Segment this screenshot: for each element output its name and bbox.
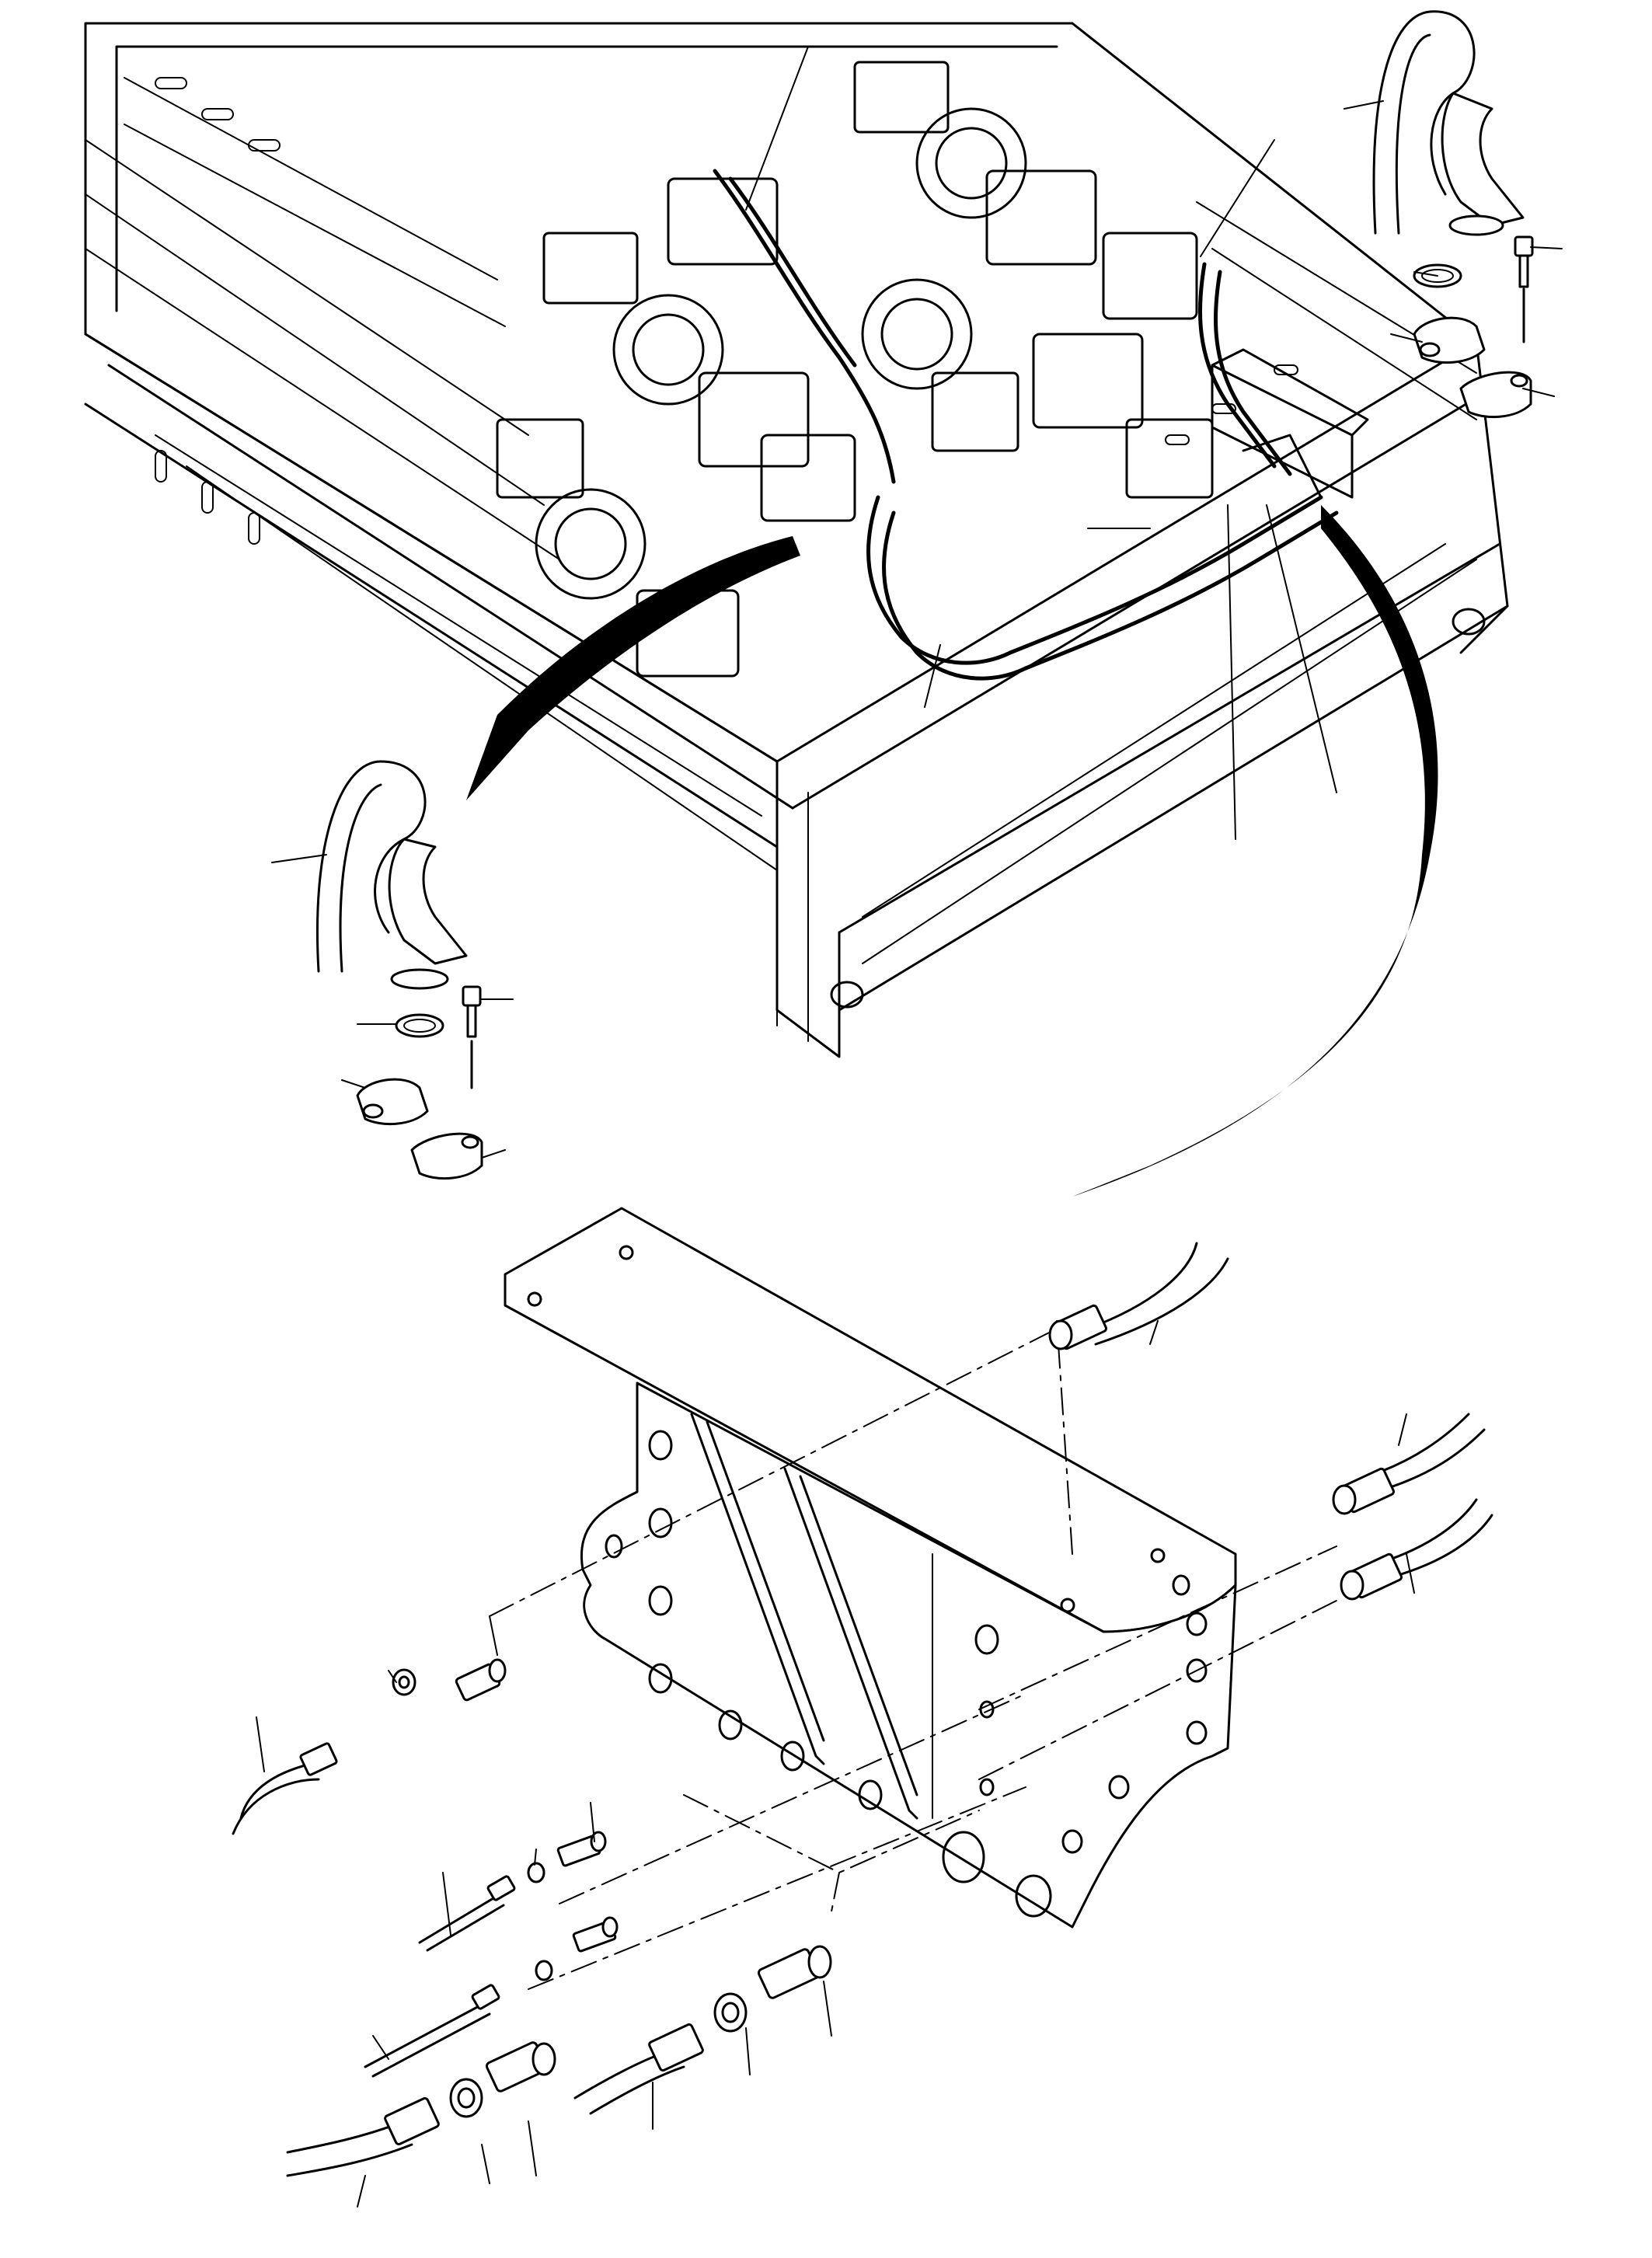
hose-left-large-b bbox=[573, 2023, 704, 2115]
hose-left-small-a bbox=[418, 1875, 516, 1952]
fitting-adapter-large-a bbox=[485, 2041, 556, 2092]
fitting-adapter-large-b bbox=[757, 1945, 832, 1999]
hose-assembly-lower bbox=[1340, 1498, 1493, 1601]
flange-bolt-right bbox=[1514, 235, 1534, 343]
machine-frame-overview bbox=[84, 22, 1509, 1058]
bracket-holes bbox=[605, 1430, 1208, 1918]
split-flange-halves-right bbox=[1413, 316, 1532, 419]
leader-lines bbox=[256, 46, 1563, 2207]
pump-assembly-right bbox=[853, 61, 1214, 499]
bulkhead-bracket-detail bbox=[232, 1207, 1493, 2177]
mounted-bracket bbox=[1211, 348, 1369, 499]
jam-nut-upper bbox=[392, 1668, 416, 1696]
jam-nut-small-b bbox=[535, 1960, 553, 1981]
detail-flange-left bbox=[315, 760, 483, 1180]
detail-flange-right bbox=[1372, 10, 1534, 419]
fitting-adapter-upper bbox=[455, 1658, 507, 1702]
hose-left-large-a bbox=[286, 2097, 440, 2177]
hose-left-upper bbox=[232, 1742, 338, 1835]
jam-nut-large-b bbox=[713, 1992, 748, 2033]
fitting-adapter-small-b bbox=[572, 1916, 619, 1953]
callout-arrow-right bbox=[1072, 505, 1438, 1197]
hose-assembly-middle bbox=[1332, 1413, 1486, 1515]
jam-nut-small-a bbox=[527, 1862, 545, 1883]
fitting-adapter-small-a bbox=[556, 1831, 607, 1867]
hose-routing bbox=[713, 169, 1339, 681]
jam-nut-large-a bbox=[449, 2078, 483, 2118]
centerlines bbox=[489, 1320, 1337, 1990]
hose-left-small-b bbox=[364, 1984, 500, 2078]
callout-arrow-left bbox=[466, 536, 800, 800]
hose-assembly-top bbox=[1048, 1242, 1229, 1350]
split-flange-halves-left bbox=[356, 1078, 483, 1180]
flange-bolt-left bbox=[462, 985, 482, 1089]
